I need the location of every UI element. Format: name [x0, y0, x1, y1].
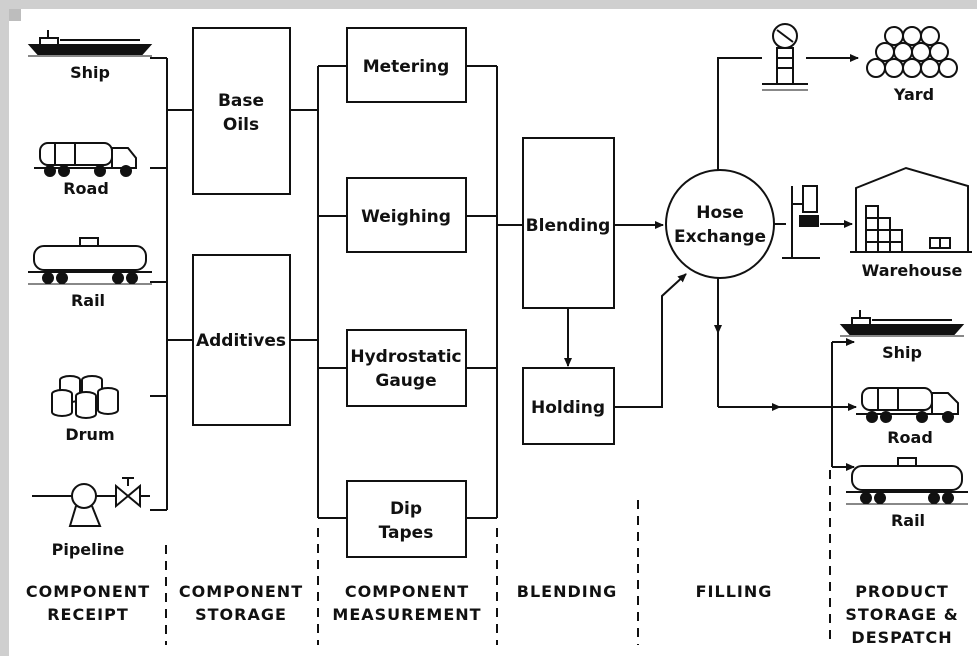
filling-station-icon — [782, 186, 820, 258]
stage-measurement-1: COMPONENT — [345, 582, 469, 601]
dip-tapes-label-2: Tapes — [379, 523, 434, 543]
yard-label: Yard — [893, 85, 934, 104]
despatch-ship-icon — [840, 310, 964, 336]
tank-gauge-icon — [762, 24, 808, 90]
receipt-pipeline-label: Pipeline — [52, 540, 125, 559]
base-oils-label-1: Base — [218, 91, 264, 111]
pipeline-pump-icon — [32, 478, 150, 526]
dip-tapes-label-1: Dip — [390, 499, 422, 519]
hydrostatic-gauge-box — [347, 330, 466, 406]
ship-icon — [28, 30, 152, 56]
stage-despatch-2: STORAGE & — [845, 605, 958, 624]
hose-exchange-circle — [666, 170, 774, 278]
additives-label: Additives — [196, 331, 286, 351]
despatch-truck-icon — [856, 388, 958, 422]
dip-tapes-box — [347, 481, 466, 557]
stage-filling: FILLING — [696, 582, 773, 601]
measurement-connectors — [466, 66, 523, 518]
stage-receipt-1: COMPONENT — [26, 582, 150, 601]
despatch-road-label: Road — [887, 428, 933, 447]
stage-storage-2: STORAGE — [195, 605, 287, 624]
despatch-rail-icon — [846, 458, 968, 504]
stage-despatch-1: PRODUCT — [855, 582, 949, 601]
base-oils-label-2: Oils — [223, 115, 259, 135]
warehouse-icon — [850, 168, 972, 252]
stage-measurement-2: MEASUREMENT — [332, 605, 481, 624]
receipt-rail-label: Rail — [71, 291, 105, 310]
weighing-label: Weighing — [361, 207, 451, 227]
hold-to-hose-arrow — [614, 274, 686, 407]
metering-label: Metering — [363, 57, 450, 77]
receipt-drum-label: Drum — [65, 425, 114, 444]
storage-connectors — [290, 66, 347, 518]
despatch-ship-label: Ship — [882, 343, 922, 362]
hose-to-yard-line — [718, 58, 762, 170]
hose-label-1: Hose — [696, 203, 744, 223]
warehouse-label: Warehouse — [862, 261, 963, 280]
hose-label-2: Exchange — [674, 227, 766, 247]
receipt-road-label: Road — [63, 179, 109, 198]
stage-despatch-3: DESPATCH — [851, 628, 952, 647]
despatch-rail-label: Rail — [891, 511, 925, 530]
truck-icon — [34, 143, 136, 176]
stage-receipt-2: RECEIPT — [47, 605, 129, 624]
base-oils-box — [193, 28, 290, 194]
hydrostatic-label-1: Hydrostatic — [350, 347, 461, 367]
drums-icon — [52, 376, 118, 418]
stage-storage-1: COMPONENT — [179, 582, 303, 601]
blending-label: Blending — [526, 216, 611, 236]
receipt-connectors — [150, 58, 193, 510]
holding-label: Holding — [531, 398, 605, 418]
despatch-connectors — [832, 342, 854, 467]
pipe-stack-icon — [867, 27, 957, 77]
receipt-ship-label: Ship — [70, 63, 110, 82]
stage-blending: BLENDING — [517, 582, 617, 601]
hydrostatic-label-2: Gauge — [375, 371, 436, 391]
rail-tanker-icon — [28, 238, 152, 284]
